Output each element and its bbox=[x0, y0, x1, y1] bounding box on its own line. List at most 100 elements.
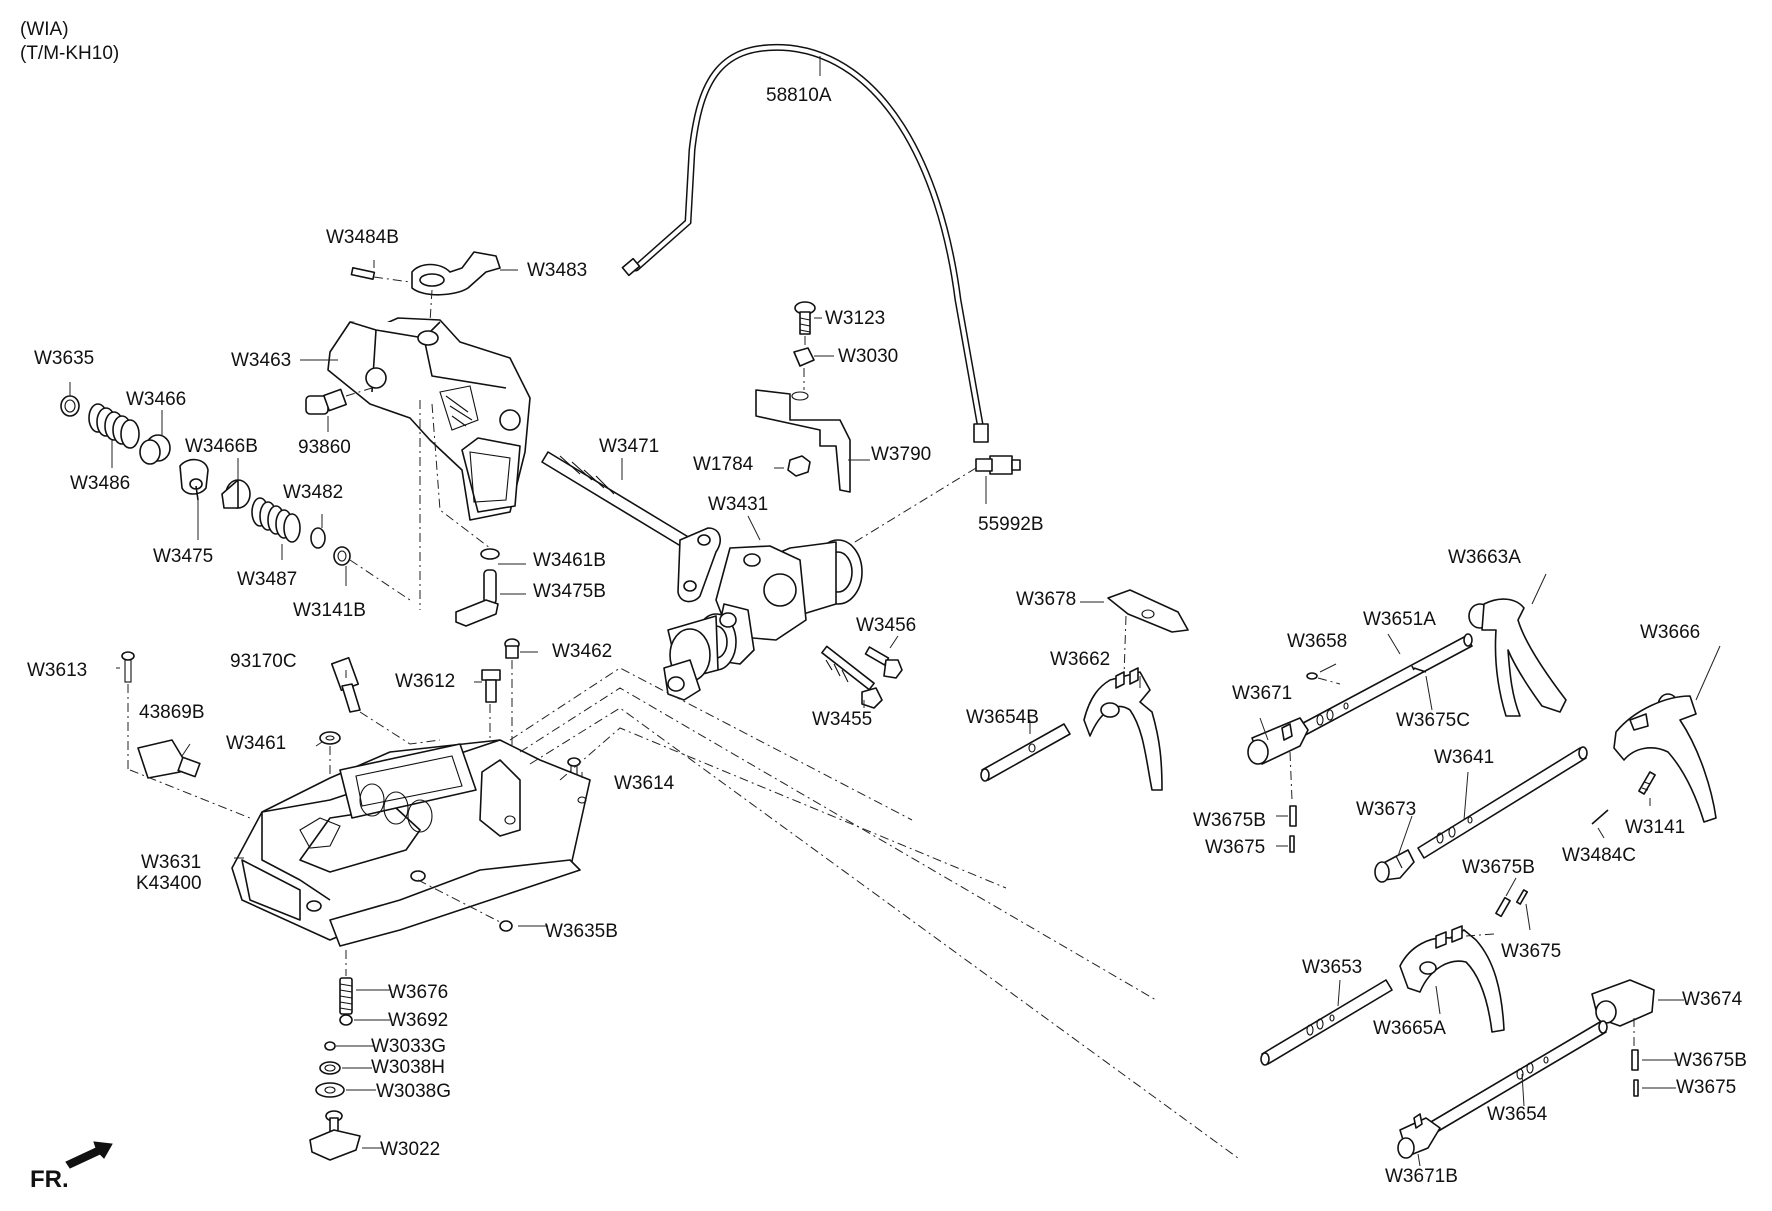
label-58810A[interactable]: 58810A bbox=[766, 85, 832, 106]
label-W3482[interactable]: W3482 bbox=[283, 482, 344, 503]
washer-W3038H[interactable] bbox=[319, 1061, 341, 1075]
label-W3038G[interactable]: W3038G bbox=[376, 1081, 451, 1102]
label-W3675-b[interactable]: W3675 bbox=[1501, 941, 1562, 962]
pin-W3675C[interactable] bbox=[1411, 665, 1427, 673]
washer-W3482[interactable] bbox=[310, 527, 326, 549]
label-W3675B-b[interactable]: W3675B bbox=[1462, 857, 1535, 878]
label-W3678[interactable]: W3678 bbox=[1016, 589, 1077, 610]
washer-W3461[interactable] bbox=[319, 731, 341, 790]
block-W3671B[interactable] bbox=[1397, 1113, 1441, 1159]
shaft-W3654B[interactable] bbox=[980, 723, 1071, 782]
bolt-W3455[interactable] bbox=[821, 645, 883, 709]
label-W3671B[interactable]: W3671B bbox=[1385, 1166, 1458, 1187]
label-W3641[interactable]: W3641 bbox=[1434, 747, 1495, 768]
label-W3674[interactable]: W3674 bbox=[1682, 989, 1743, 1010]
pin-W3675-a[interactable] bbox=[1289, 835, 1295, 853]
label-W3463[interactable]: W3463 bbox=[231, 350, 292, 371]
cap-W3466[interactable] bbox=[139, 434, 171, 465]
label-W3461B[interactable]: W3461B bbox=[533, 550, 606, 571]
spring-W3487[interactable] bbox=[251, 497, 301, 543]
label-W3613[interactable]: W3613 bbox=[27, 660, 88, 681]
label-W3141B[interactable]: W3141B bbox=[293, 600, 366, 621]
lever-W3475B[interactable] bbox=[455, 569, 499, 627]
switch-43869B[interactable] bbox=[129, 739, 251, 819]
label-W3456[interactable]: W3456 bbox=[856, 615, 917, 636]
lever-W3483[interactable] bbox=[350, 251, 501, 323]
ring-W3635[interactable] bbox=[60, 395, 80, 417]
fork-W3663A[interactable] bbox=[1468, 598, 1567, 717]
label-43869B[interactable]: 43869B bbox=[139, 702, 205, 723]
plug-93860[interactable] bbox=[305, 387, 373, 415]
label-W3675-c[interactable]: W3675 bbox=[1676, 1077, 1737, 1098]
bolt-W3022[interactable] bbox=[309, 1110, 361, 1161]
label-W3455[interactable]: W3455 bbox=[812, 709, 873, 730]
label-W3038H[interactable]: W3038H bbox=[371, 1057, 445, 1078]
lever-W3678[interactable] bbox=[1107, 589, 1189, 677]
label-93170C[interactable]: 93170C bbox=[230, 651, 297, 672]
label-W3431[interactable]: W3431 bbox=[708, 494, 769, 515]
pin-W3658[interactable] bbox=[1306, 672, 1341, 685]
label-W3484C[interactable]: W3484C bbox=[1562, 845, 1636, 866]
label-W3662[interactable]: W3662 bbox=[1050, 649, 1111, 670]
label-W3675C[interactable]: W3675C bbox=[1396, 710, 1470, 731]
spring-W3676[interactable] bbox=[339, 950, 353, 1015]
label-W3612[interactable]: W3612 bbox=[395, 671, 456, 692]
label-93860[interactable]: 93860 bbox=[298, 437, 351, 458]
label-W3022[interactable]: W3022 bbox=[380, 1139, 441, 1160]
housing-W3463[interactable] bbox=[327, 317, 531, 610]
label-W3651A[interactable]: W3651A bbox=[1363, 609, 1436, 630]
ring-W3141B[interactable] bbox=[333, 546, 411, 601]
label-W3675B-a[interactable]: W3675B bbox=[1193, 810, 1266, 831]
label-W3462[interactable]: W3462 bbox=[552, 641, 613, 662]
fork-W3665A[interactable] bbox=[1399, 925, 1505, 1033]
spring-W3486[interactable] bbox=[88, 403, 140, 449]
ball-W3692[interactable] bbox=[339, 1014, 353, 1026]
label-W3790[interactable]: W3790 bbox=[871, 444, 932, 465]
label-W3461[interactable]: W3461 bbox=[226, 733, 287, 754]
label-W1784[interactable]: W1784 bbox=[693, 454, 754, 475]
bolt-W3613[interactable] bbox=[121, 651, 135, 770]
shaft-W3653[interactable] bbox=[1260, 979, 1393, 1066]
pin-W3675-b[interactable] bbox=[1515, 889, 1529, 905]
label-W3653[interactable]: W3653 bbox=[1302, 957, 1363, 978]
block-W3671[interactable] bbox=[1247, 717, 1309, 801]
clip-W3030[interactable] bbox=[793, 347, 815, 390]
sensor-93170C[interactable] bbox=[330, 656, 441, 745]
bracket-W3790[interactable] bbox=[755, 389, 851, 493]
bolt-W3456[interactable] bbox=[864, 646, 903, 679]
label-W3676[interactable]: W3676 bbox=[388, 982, 449, 1003]
shaft-W3641[interactable] bbox=[1417, 746, 1588, 859]
label-W3030[interactable]: W3030 bbox=[838, 346, 899, 367]
label-W3654B[interactable]: W3654B bbox=[966, 707, 1039, 728]
label-W3471[interactable]: W3471 bbox=[599, 436, 660, 457]
label-W3484B[interactable]: W3484B bbox=[326, 227, 399, 248]
label-W3666[interactable]: W3666 bbox=[1640, 622, 1701, 643]
label-55992B[interactable]: 55992B bbox=[978, 514, 1044, 535]
label-W3692[interactable]: W3692 bbox=[388, 1010, 449, 1031]
cap-W3466B[interactable] bbox=[221, 479, 251, 509]
label-W3141[interactable]: W3141 bbox=[1625, 817, 1686, 838]
label-W3671[interactable]: W3671 bbox=[1232, 683, 1293, 704]
pin-W3675-c[interactable] bbox=[1633, 1079, 1639, 1097]
label-W3614[interactable]: W3614 bbox=[614, 773, 675, 794]
pin-W3675B-b[interactable] bbox=[1495, 896, 1511, 918]
label-K43400[interactable]: K43400 bbox=[136, 873, 202, 894]
label-W3665A[interactable]: W3665A bbox=[1373, 1018, 1446, 1039]
block-W3673[interactable] bbox=[1374, 849, 1415, 883]
fork-W3666[interactable] bbox=[1613, 693, 1717, 823]
label-W3675B-c[interactable]: W3675B bbox=[1674, 1050, 1747, 1071]
assembly-W3431[interactable] bbox=[663, 539, 863, 701]
ball-W3635B[interactable] bbox=[499, 920, 513, 932]
label-W3483[interactable]: W3483 bbox=[527, 260, 588, 281]
label-W3486[interactable]: W3486 bbox=[70, 473, 131, 494]
bolt-W3123[interactable] bbox=[794, 301, 816, 352]
label-W3487[interactable]: W3487 bbox=[237, 569, 298, 590]
label-W3123[interactable]: W3123 bbox=[825, 308, 886, 329]
connector-55992B[interactable] bbox=[849, 455, 1021, 546]
shaft-W3471[interactable] bbox=[541, 451, 721, 603]
label-W3663A[interactable]: W3663A bbox=[1448, 547, 1521, 568]
label-W3475[interactable]: W3475 bbox=[153, 546, 214, 567]
block-W3674[interactable] bbox=[1591, 979, 1655, 1048]
label-W3466[interactable]: W3466 bbox=[126, 389, 187, 410]
fork-W3662[interactable] bbox=[1083, 667, 1163, 791]
